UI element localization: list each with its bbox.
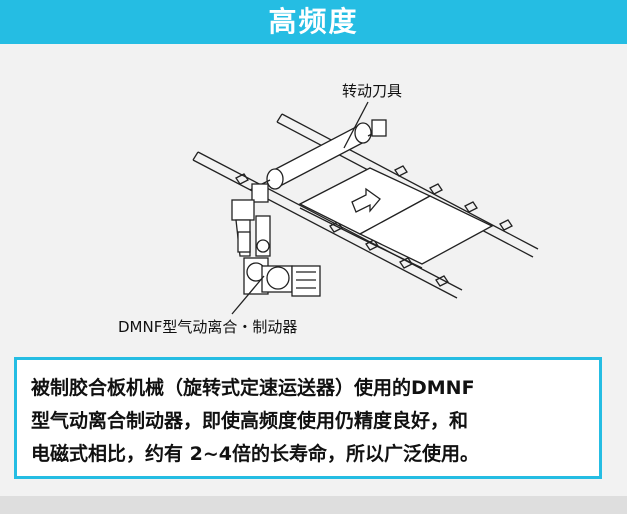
page-title: 高频度	[0, 0, 627, 44]
tool-leader	[343, 101, 369, 149]
description-line-1: 被制胶合板机械（旋转式定速运送器）使用的DMNF	[31, 377, 475, 399]
boards	[298, 167, 494, 269]
brake-leader	[231, 275, 265, 315]
direction-arrow	[351, 187, 381, 213]
rotating-drum	[249, 119, 387, 203]
description-box: 被制胶合板机械（旋转式定速运送器）使用的DMNF 型气动离合制动器，即使高频度使…	[14, 357, 602, 479]
content-panel: 转动刀具 DMNF型气动离合・制动器 被制胶合板机械（旋转式定速运送器）使用的D…	[0, 44, 627, 500]
brake-label: DMNF型气动离合・制动器	[118, 318, 298, 336]
tool-label: 转动刀具	[342, 82, 403, 100]
description-line-3: 电磁式相比，约有 2~4倍的长寿命，所以广泛使用。	[31, 443, 479, 465]
machine-diagram	[192, 101, 539, 315]
footer-bar	[0, 496, 627, 514]
clutch-brake-unit	[243, 257, 321, 297]
transmission	[231, 199, 271, 257]
description-line-2: 型气动离合制动器，即使高频度使用仍精度良好，和	[31, 410, 469, 432]
